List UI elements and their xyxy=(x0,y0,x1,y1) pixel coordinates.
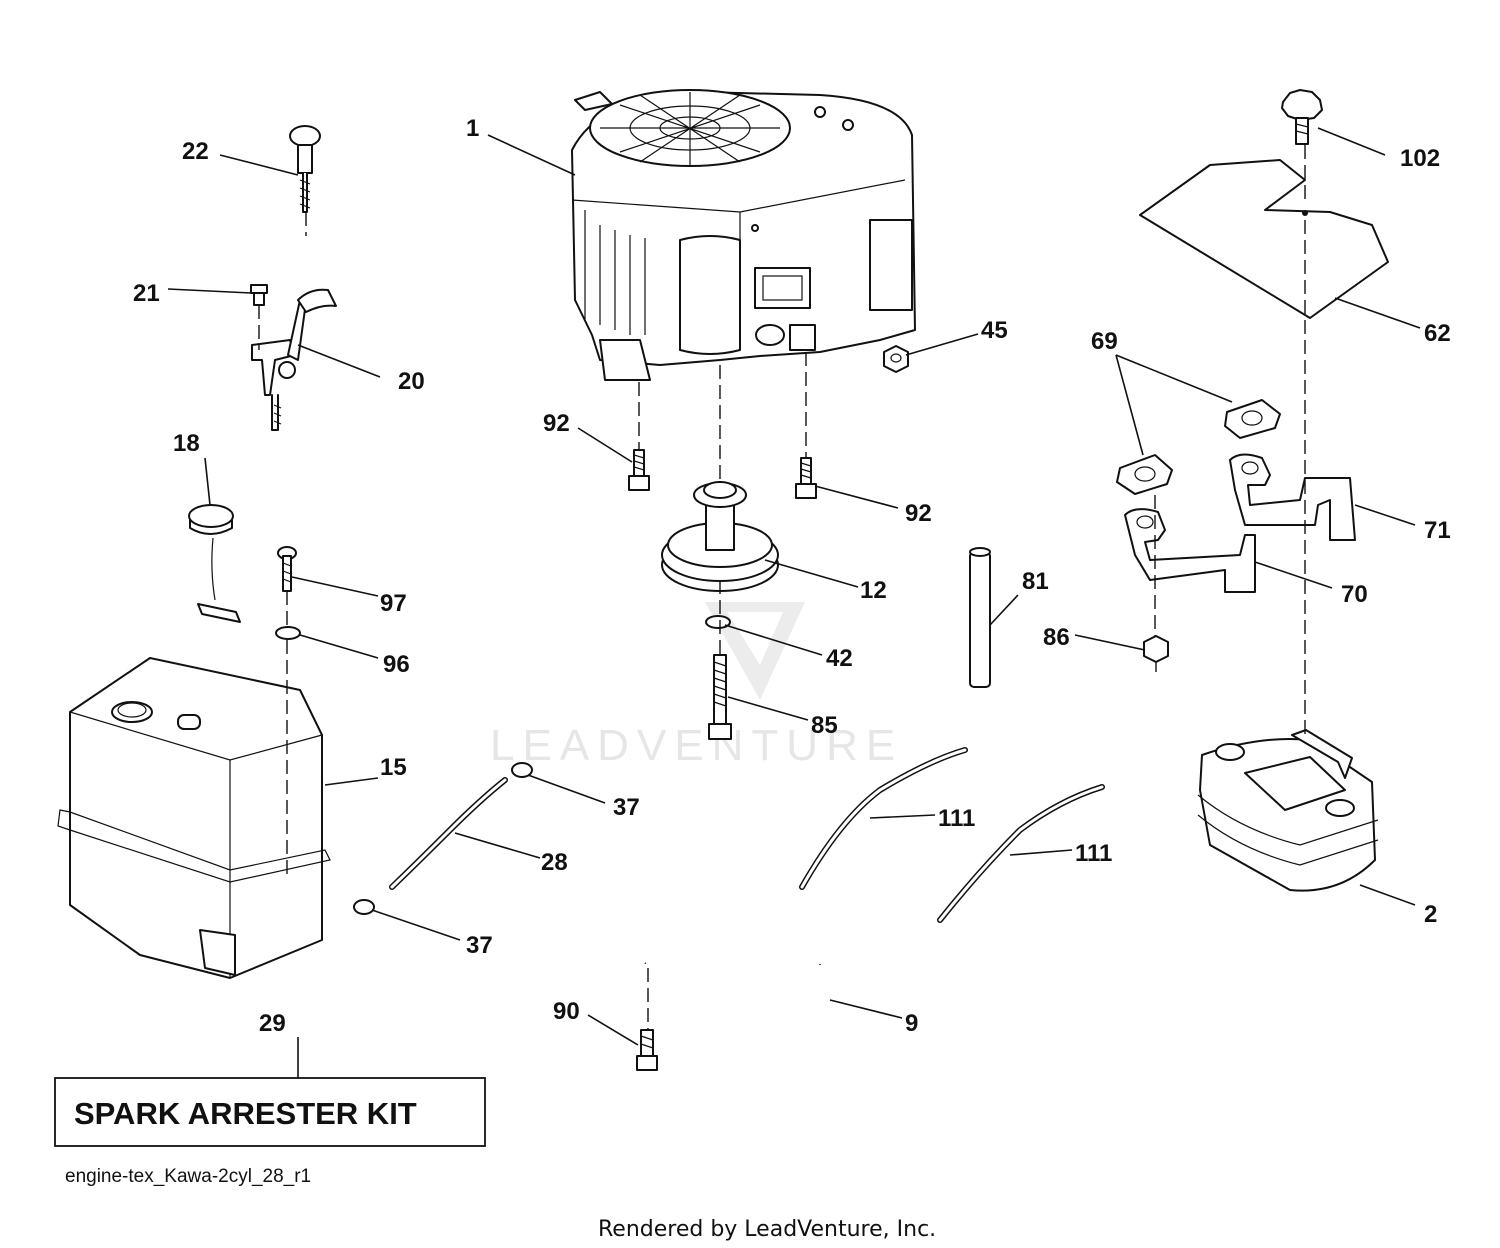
callout-45: 45 xyxy=(981,317,1008,344)
callout-20: 20 xyxy=(398,368,425,395)
callouts: 1 2 9 12 15 18 20 21 22 28 29 37 37 42 4… xyxy=(133,115,1451,1037)
spark-arrester-kit-box: SPARK ARRESTER KIT xyxy=(54,1077,486,1147)
pulley-part xyxy=(661,481,779,592)
gasket-69-lower xyxy=(1116,454,1173,495)
washer-42 xyxy=(705,615,731,629)
callout-21: 21 xyxy=(133,280,160,307)
heat-shield-62 xyxy=(1139,159,1389,319)
callout-69: 69 xyxy=(1091,328,1118,355)
leader-lines xyxy=(167,127,1421,1078)
fuel-line-111-lower xyxy=(937,784,1105,923)
washer-96 xyxy=(275,626,301,640)
hose-clamp-37-bottom xyxy=(353,899,375,915)
tube-81 xyxy=(969,547,991,688)
callout-86: 86 xyxy=(1043,624,1070,651)
callout-92-left: 92 xyxy=(543,410,570,437)
callout-37-bottom: 37 xyxy=(466,932,493,959)
dipstick-22 xyxy=(289,125,321,213)
callout-18: 18 xyxy=(173,430,200,457)
bolt-92-right xyxy=(795,457,817,499)
muffler-2 xyxy=(1197,729,1379,892)
callout-70: 70 xyxy=(1341,581,1368,608)
hose-clamp-37-top xyxy=(511,762,533,778)
fuel-cap-18 xyxy=(188,504,241,623)
callout-96: 96 xyxy=(383,651,410,678)
callout-22: 22 xyxy=(182,138,209,165)
callout-2: 2 xyxy=(1424,901,1437,928)
callout-111-upper: 111 xyxy=(938,805,975,832)
bolt-90 xyxy=(636,1029,658,1071)
fuel-line-111-upper xyxy=(799,747,968,890)
screw-21 xyxy=(250,284,268,306)
exhaust-pipe-71 xyxy=(1229,453,1356,541)
callout-97: 97 xyxy=(380,590,407,617)
nut-45 xyxy=(883,345,909,373)
callout-71: 71 xyxy=(1424,517,1451,544)
callout-90: 90 xyxy=(553,998,580,1025)
callout-37-top: 37 xyxy=(613,794,640,821)
watermark-text: LEADVENTURE xyxy=(490,721,903,770)
drawing-code: engine-tex_Kawa-2cyl_28_r1 xyxy=(65,1166,311,1187)
bolt-92-left xyxy=(628,449,650,491)
exhaust-pipe-70 xyxy=(1124,508,1256,593)
credit-text: Rendered by LeadVenture, Inc. xyxy=(598,1217,936,1242)
bolt-85 xyxy=(708,654,732,740)
gasket-69-upper xyxy=(1224,399,1281,439)
callout-81: 81 xyxy=(1022,568,1049,595)
watermark: LEADVENTURE xyxy=(490,602,903,770)
callout-1: 1 xyxy=(466,115,479,142)
callout-9: 9 xyxy=(905,1010,918,1037)
fuel-hose-28 xyxy=(389,777,508,890)
callout-29: 29 xyxy=(259,1010,286,1037)
nut-86 xyxy=(1143,635,1169,663)
throttle-control-20 xyxy=(251,288,337,431)
callout-42: 42 xyxy=(826,645,853,672)
callout-12: 12 xyxy=(860,577,887,604)
callout-28: 28 xyxy=(541,849,568,876)
callout-62: 62 xyxy=(1424,320,1451,347)
assembly-lines xyxy=(258,145,1306,1030)
bracket-9 xyxy=(638,948,872,1087)
callout-102: 102 xyxy=(1400,145,1440,172)
callout-92-right: 92 xyxy=(905,500,932,527)
spark-arrester-kit-label: SPARK ARRESTER KIT xyxy=(74,1096,417,1131)
callout-111-lower: 111 xyxy=(1075,840,1112,867)
knob-102 xyxy=(1281,89,1323,145)
callout-85: 85 xyxy=(811,712,838,739)
engine-part xyxy=(571,89,916,381)
fuel-tank-15 xyxy=(57,657,331,979)
screw-97 xyxy=(277,546,297,592)
callout-15: 15 xyxy=(380,754,407,781)
